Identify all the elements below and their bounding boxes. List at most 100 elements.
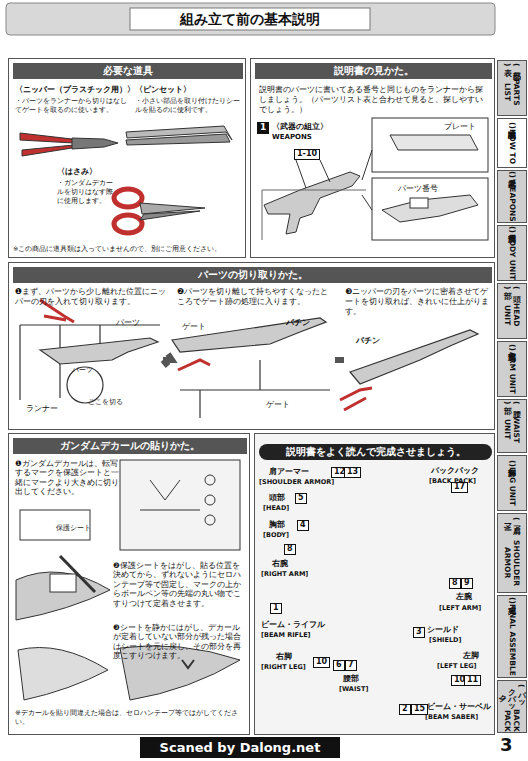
tab-text: BACK PACK	[503, 709, 522, 732]
callout-number: 2	[399, 704, 411, 715]
panel-text: ❸ニッパーの刃をパーツに密着させてゲートを切り取れば、きれいに仕上がります。	[345, 287, 491, 317]
panel-text: ❶ガンダムデカールは、転写するマークを保護シートと一緒にマークより大きめに切り出…	[15, 459, 119, 497]
part-label: 保護シート	[56, 524, 91, 533]
part-label: [LEFT ARM]	[439, 604, 481, 612]
section-panel: ❶まず、パーツから少し離れた位置にニッパーの刃を入れて切り取ります。 ❷パーツを切…	[8, 262, 495, 430]
part-label: 左脚	[463, 651, 479, 661]
part-label: シールド	[427, 625, 459, 635]
part-label: [BODY]	[263, 531, 289, 539]
section-header: 必要な道具	[13, 63, 243, 79]
index-tab: (胸部)BODY UNIT	[497, 225, 527, 281]
callout-number: 13	[344, 467, 361, 478]
part-label: WEAPONS	[272, 133, 312, 142]
tab-text: (胸部)	[507, 226, 516, 233]
part-label: [HEAD]	[263, 504, 289, 512]
part-label: [SHOULDER ARMOR]	[259, 478, 334, 486]
section-panel: 説明書のパーツに書いてある番号と同じものをランナーから探しましょう。（パーツリス…	[250, 58, 495, 258]
part-label: 胸部	[269, 520, 285, 530]
tab-text: (頭部)	[503, 284, 522, 291]
header-text: 必要な道具	[103, 65, 153, 78]
part-label: [RIGHT LEG]	[261, 663, 306, 671]
part-label: ここを切る	[88, 398, 123, 407]
tab-text: PARTS LIST	[503, 69, 522, 115]
panel-text: ❶まず、パーツから少し離れた位置にニッパーの刃を入れて切り取ります。	[15, 287, 167, 307]
part-label: [RIGHT ARM]	[261, 570, 308, 578]
panel-text: ※デカールを貼り間違えた場合は、セロハンテープ等ではがしてください。	[15, 709, 245, 727]
panel-text: ・小さい部品を取り付けたりシールを貼るのに便利です。	[135, 97, 241, 115]
part-label: 肩アーマー	[269, 467, 309, 477]
tab-text: BODY UNIT	[507, 234, 516, 280]
header-text: ガンダムデカールの貼りかた。	[60, 440, 200, 453]
tab-text: (武器)	[507, 171, 516, 178]
callout-number: 1	[257, 122, 269, 134]
panel-text: ・パーツをランナーから切りはなしてゲートを取るのに使います。	[15, 97, 131, 115]
section-header: ガンダムデカールの貼りかた。	[13, 438, 247, 454]
part-label: パーツ	[116, 318, 140, 328]
callout-number: 9	[461, 578, 473, 589]
tab-text: (バックパック)	[498, 681, 526, 708]
panel-text: ❷保護シートをはがし、貼る位置を決めてから、ずれないようにセロハンテープ等で固定…	[113, 561, 245, 608]
panel-text: 〈ピンセット〉	[135, 85, 235, 95]
part-label: 右腕	[272, 559, 288, 569]
panel-text: 〈ニッパー（プラスチック用）〉	[15, 85, 135, 95]
index-tab: (基本説明)HOW TO	[497, 118, 527, 168]
panel-text: ※この商品に道具類は入っていませんので、別にご用意ください。	[13, 245, 245, 253]
tab-text: SHOULDER ARMOR	[503, 533, 522, 592]
section-panel: 肩アーマー[SHOULDER ARMOR]1213頭部[HEAD]5胸部[BOD…	[254, 433, 495, 735]
part-label: [BEAM SABER]	[425, 713, 478, 721]
tab-text: WAIST UNIT	[503, 407, 522, 452]
callout-number: 4	[297, 520, 309, 531]
section-panel: 〈ニッパー（プラスチック用）〉・パーツをランナーから切りはなしてゲートを取るのに…	[8, 58, 246, 258]
part-label: 〈武器の組立〉	[272, 122, 328, 132]
callout-number: 6	[333, 660, 345, 671]
part-label: ゲート	[266, 400, 290, 410]
tab-text: (脚部)	[507, 460, 516, 467]
part-label: ランナー	[26, 404, 58, 414]
section-panel: ❶ガンダムデカールは、転写するマークを保護シートと一緒にマークより大きめに切り出…	[8, 433, 250, 735]
header-text: 説明書の見かた。	[334, 65, 414, 78]
callout-number: 1	[270, 603, 282, 614]
header-text: パーツの切り取りかた。	[198, 269, 308, 282]
callout-number: 3	[413, 627, 425, 638]
panel-text: ❸シートを静かにはがし、デカールが定着していない部分が残った場合はシートを元に戻…	[113, 623, 245, 661]
section-header: パーツの切り取りかた。	[13, 267, 492, 283]
part-label: パーツ番号	[398, 184, 438, 194]
index-tab: (武器)WEAPONS	[497, 170, 527, 223]
section-header: 説明書をよく読んで完成させましょう。	[259, 444, 492, 460]
tab-text: (肩アーマー)	[503, 514, 522, 532]
panel-text: ❷パーツを切り離して持ちやすくなったところでゲート跡の処理に入ります。	[177, 287, 335, 307]
part-label: パチン	[286, 318, 310, 328]
index-tab: (頭部)HEAD UNIT	[497, 283, 527, 339]
index-tab: (脚部)LEG UNIT	[497, 455, 527, 511]
page-title: 組み立て前の基本説明	[130, 8, 370, 30]
part-label: ビーム・サーベル	[427, 702, 491, 712]
part-label: 3	[500, 734, 513, 757]
tab-text: (腰部)	[503, 400, 522, 406]
part-label: [WAIST]	[339, 685, 368, 693]
part-label: 左腕	[456, 592, 472, 602]
callout-number: 8	[449, 578, 461, 589]
index-tab: (バックパック)BACK PACK	[497, 680, 527, 733]
callout-number: 11	[464, 675, 481, 686]
callout-number: 17	[451, 482, 468, 493]
tab-text: (部品表)	[503, 61, 522, 68]
part-label: [SHIELD]	[429, 636, 461, 644]
callout-number: 5	[295, 493, 307, 504]
index-tab: (肩アーマー)SHOULDER ARMOR	[497, 513, 527, 593]
tab-text: HOW TO	[507, 129, 516, 164]
part-label: [LEFT LEG]	[437, 662, 477, 670]
index-tab: (腰部)WAIST UNIT	[497, 399, 527, 453]
part-label: 右脚	[276, 652, 292, 662]
panel-text: 〈はさみ〉	[57, 167, 117, 177]
part-label: ビーム・ライフル	[261, 620, 325, 630]
index-tab: (腕部)ARM UNIT	[497, 341, 527, 397]
callout-number: 8	[284, 544, 296, 555]
section-header: 説明書の見かた。	[255, 63, 492, 79]
part-label: 腰部	[343, 674, 359, 684]
part-label: ゲート	[182, 322, 206, 332]
tab-text: WEAPONS	[507, 179, 516, 222]
part-label: プレート	[444, 122, 476, 132]
tab-text: (腕部)	[507, 344, 516, 351]
index-tab: (部品表)PARTS LIST	[497, 60, 527, 116]
